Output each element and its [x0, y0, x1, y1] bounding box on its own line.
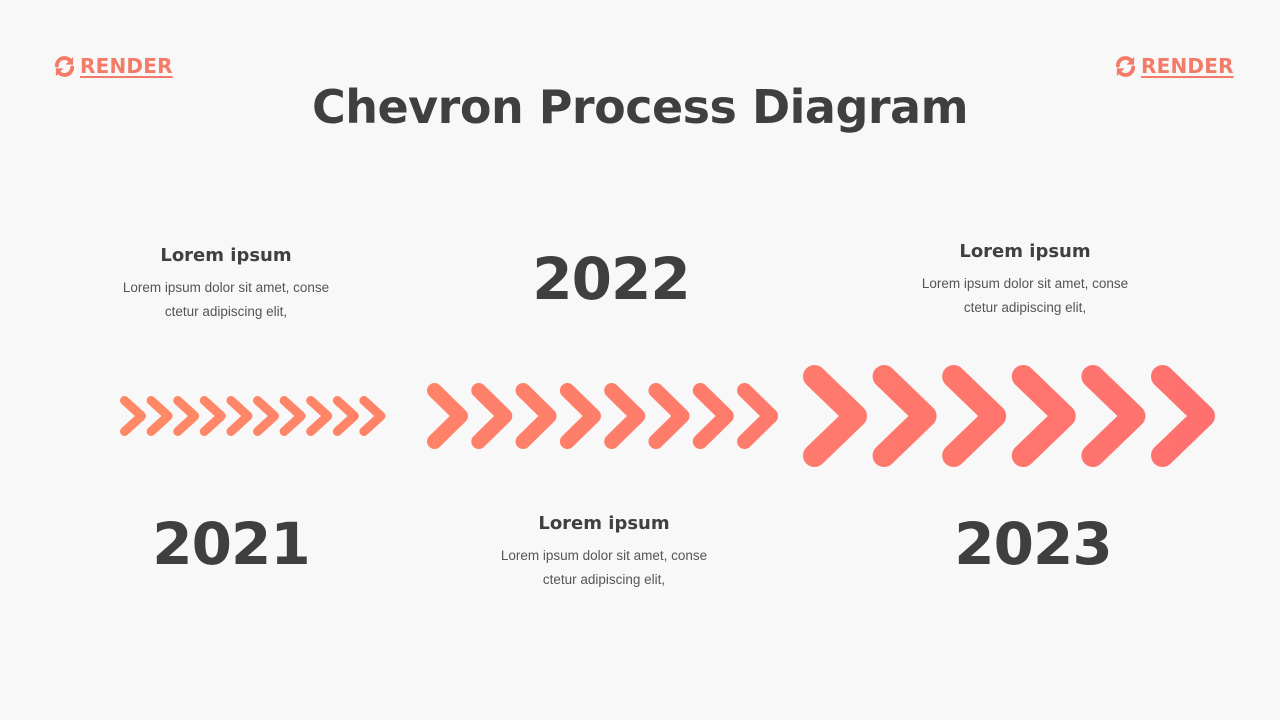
milestone-1-line2: ctetur adipiscing elit, [164, 304, 288, 319]
chevron-2-2 [471, 383, 513, 449]
refresh-icon [1115, 55, 1136, 77]
chevron-3-2 [872, 365, 937, 467]
milestone-3-year: 2023 [954, 510, 1112, 578]
milestone-1-year: 2021 [152, 510, 310, 578]
chevron-1-7 [279, 396, 306, 436]
refresh-icon [54, 55, 75, 77]
chevron-2-8 [737, 383, 779, 449]
chevron-1-3 [173, 396, 200, 436]
brand-logo-text: RENDER [1141, 54, 1234, 78]
milestone-3-line2: ctetur adipiscing elit, [963, 300, 1087, 315]
chevron-3-1 [803, 365, 867, 467]
brand-logo-text: RENDER [80, 54, 173, 78]
chevron-1-10 [359, 396, 386, 436]
chevron-3-6 [1151, 365, 1215, 467]
chevron-2-1 [427, 383, 468, 449]
chevron-1-8 [306, 396, 333, 436]
chevron-1-1 [120, 396, 146, 436]
milestone-2-heading: Lorem ipsum [538, 513, 670, 534]
chevron-1-4 [199, 396, 226, 436]
chevron-1-5 [226, 396, 253, 436]
milestone-3-heading: Lorem ipsum [959, 241, 1091, 262]
chevron-1-2 [146, 396, 173, 436]
chevron-3-3 [942, 365, 1007, 467]
chevron-1-9 [332, 396, 359, 436]
chevron-2-4 [559, 383, 601, 449]
chevron-2-3 [515, 383, 557, 449]
milestone-2-line1: Lorem ipsum dolor sit amet, conse [500, 548, 708, 563]
milestone-3-text: Lorem ipsum Lorem ipsum dolor sit amet, … [875, 241, 1175, 320]
milestone-1-text: Lorem ipsum Lorem ipsum dolor sit amet, … [76, 245, 376, 324]
milestone-3-line1: Lorem ipsum dolor sit amet, conse [921, 276, 1129, 291]
brand-logo-right: RENDER [1114, 52, 1234, 80]
milestone-1-heading: Lorem ipsum [160, 245, 292, 266]
milestone-2-text: Lorem ipsum Lorem ipsum dolor sit amet, … [454, 513, 754, 592]
brand-logo-left: RENDER [53, 52, 173, 80]
chevron-3-5 [1081, 365, 1146, 467]
chevron-1-6 [253, 396, 279, 436]
chevron-2-7 [692, 383, 734, 449]
milestone-2-year: 2022 [532, 245, 690, 313]
milestone-1-line1: Lorem ipsum dolor sit amet, conse [122, 280, 330, 295]
page-title: Chevron Process Diagram [311, 80, 969, 134]
milestone-2-line2: ctetur adipiscing elit, [542, 572, 666, 587]
chevron-2-5 [604, 383, 646, 449]
chevron-2-6 [648, 383, 690, 449]
chevron-3-4 [1011, 365, 1076, 467]
